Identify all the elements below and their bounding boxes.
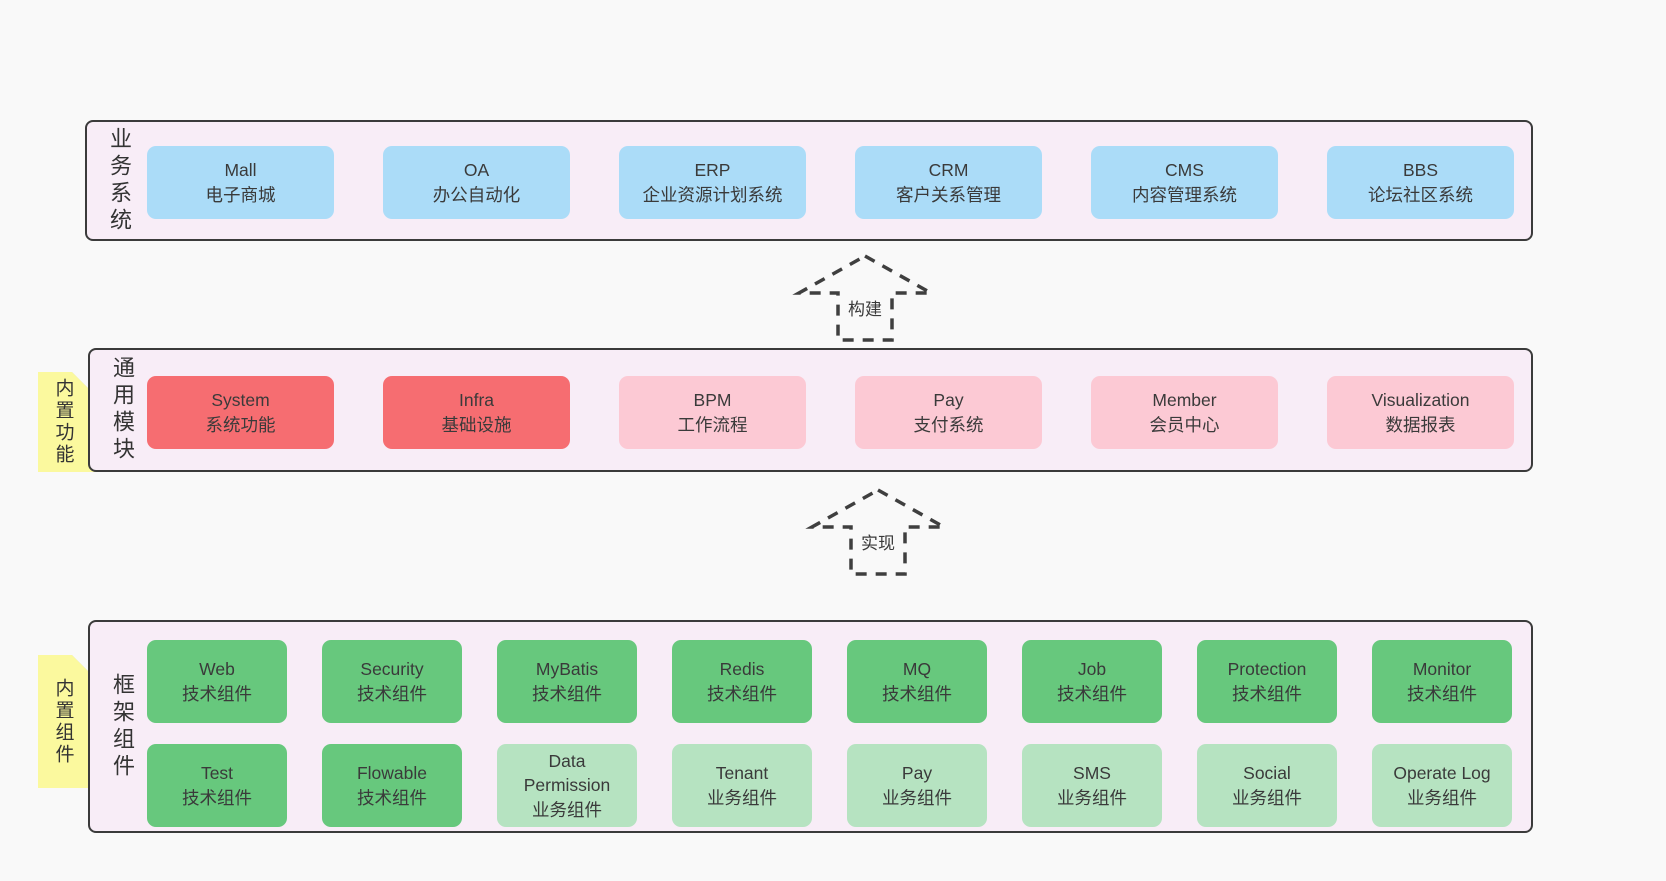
box-name: BBS xyxy=(1402,160,1439,181)
box-name: Operate Log xyxy=(1393,763,1491,784)
box-cms: CMS 内容管理系统 xyxy=(1091,146,1278,219)
box-name: CMS xyxy=(1165,160,1204,181)
box-pay-component: Pay 业务组件 xyxy=(847,744,987,827)
panel-label-common-modules: 通用模块 xyxy=(110,356,135,464)
box-name: MyBatis xyxy=(535,659,599,680)
box-desc: 技术组件 xyxy=(1232,683,1302,704)
box-flowable: Flowable 技术组件 xyxy=(322,744,462,827)
box-desc: 技术组件 xyxy=(357,683,427,704)
box-name: Web xyxy=(199,659,235,680)
panel-label-business-systems: 业务系统 xyxy=(107,126,132,235)
box-name: Data Permission xyxy=(523,751,611,796)
box-name: Test xyxy=(200,763,234,784)
note-label: 内置功能 xyxy=(52,378,74,466)
box-desc: 业务组件 xyxy=(1232,787,1302,808)
box-crm: CRM 客户关系管理 xyxy=(855,146,1042,219)
box-desc: 业务组件 xyxy=(1057,787,1127,808)
box-desc: 论坛社区系统 xyxy=(1368,184,1473,205)
box-desc: 工作流程 xyxy=(677,414,748,435)
box-member: Member 会员中心 xyxy=(1091,376,1278,449)
box-desc: 支付系统 xyxy=(913,414,984,435)
box-name: Visualization xyxy=(1371,390,1470,411)
box-infra: Infra 基础设施 xyxy=(383,376,570,449)
box-data-permission: Data Permission 业务组件 xyxy=(497,744,637,827)
box-oa: OA 办公自动化 xyxy=(383,146,570,219)
box-desc: 业务组件 xyxy=(532,799,602,820)
box-desc: 会员中心 xyxy=(1149,414,1220,435)
box-erp: ERP 企业资源计划系统 xyxy=(619,146,806,219)
up-arrow-icon xyxy=(792,253,938,342)
box-desc: 办公自动化 xyxy=(432,184,521,205)
box-desc: 技术组件 xyxy=(182,683,252,704)
box-desc: 技术组件 xyxy=(182,787,252,808)
panel-common-modules: 通用模块 System 系统功能 Infra 基础设施 BPM 工作流程 Pay… xyxy=(88,348,1533,472)
box-test: Test 技术组件 xyxy=(147,744,287,827)
up-arrow-icon xyxy=(805,487,951,576)
box-protection: Protection 技术组件 xyxy=(1197,640,1337,723)
box-desc: 技术组件 xyxy=(1057,683,1127,704)
box-redis: Redis 技术组件 xyxy=(672,640,812,723)
panel-business-systems: 业务系统 Mall 电子商城 OA 办公自动化 ERP 企业资源计划系统 CRM… xyxy=(85,120,1533,241)
box-name: Redis xyxy=(719,659,765,680)
box-bbs: BBS 论坛社区系统 xyxy=(1327,146,1514,219)
box-name: BPM xyxy=(693,390,732,411)
box-desc: 客户关系管理 xyxy=(896,184,1001,205)
box-job: Job 技术组件 xyxy=(1022,640,1162,723)
box-name: Member xyxy=(1152,390,1217,411)
box-desc: 企业资源计划系统 xyxy=(642,184,783,205)
box-visualization: Visualization 数据报表 xyxy=(1327,376,1514,449)
box-pay-module: Pay 支付系统 xyxy=(855,376,1042,449)
box-name: Security xyxy=(360,659,424,680)
box-name: Job xyxy=(1077,659,1107,680)
box-desc: 基础设施 xyxy=(441,414,512,435)
box-desc: 技术组件 xyxy=(357,787,427,808)
box-desc: 系统功能 xyxy=(205,414,276,435)
box-desc: 技术组件 xyxy=(707,683,777,704)
box-name: Mall xyxy=(224,160,257,181)
box-name: Infra xyxy=(458,390,495,411)
box-name: Protection xyxy=(1227,659,1307,680)
box-desc: 技术组件 xyxy=(882,683,952,704)
box-system: System 系统功能 xyxy=(147,376,334,449)
box-name: MQ xyxy=(902,659,932,680)
note-label: 内置组件 xyxy=(52,677,74,766)
box-name: CRM xyxy=(928,160,969,181)
box-sms: SMS 业务组件 xyxy=(1022,744,1162,827)
box-name: OA xyxy=(463,160,490,181)
panel-framework-components: 框架组件 Web 技术组件 Security 技术组件 MyBatis 技术组件… xyxy=(88,620,1533,833)
box-security: Security 技术组件 xyxy=(322,640,462,723)
box-social: Social 业务组件 xyxy=(1197,744,1337,827)
box-mq: MQ 技术组件 xyxy=(847,640,987,723)
box-mall: Mall 电子商城 xyxy=(147,146,334,219)
box-desc: 电子商城 xyxy=(205,184,276,205)
box-mybatis: MyBatis 技术组件 xyxy=(497,640,637,723)
box-desc: 技术组件 xyxy=(1407,683,1477,704)
build-arrow-label: 构建 xyxy=(844,294,886,321)
box-desc: 内容管理系统 xyxy=(1132,184,1237,205)
box-operate-log: Operate Log 业务组件 xyxy=(1372,744,1512,827)
box-monitor: Monitor 技术组件 xyxy=(1372,640,1512,723)
box-desc: 业务组件 xyxy=(707,787,777,808)
box-name: Pay xyxy=(901,763,933,784)
box-bpm: BPM 工作流程 xyxy=(619,376,806,449)
box-name: System xyxy=(211,390,270,411)
build-arrow: 构建 xyxy=(790,252,940,344)
implement-arrow-label: 实现 xyxy=(857,528,899,555)
box-name: Flowable xyxy=(356,763,428,784)
box-desc: 技术组件 xyxy=(532,683,602,704)
box-web: Web 技术组件 xyxy=(147,640,287,723)
box-name: Social xyxy=(1243,763,1291,784)
box-name: Monitor xyxy=(1412,659,1472,680)
box-desc: 业务组件 xyxy=(882,787,952,808)
box-name: SMS xyxy=(1073,763,1111,784)
box-desc: 数据报表 xyxy=(1385,414,1456,435)
box-name: Pay xyxy=(933,390,964,411)
implement-arrow: 实现 xyxy=(803,486,953,578)
box-tenant: Tenant 业务组件 xyxy=(672,744,812,827)
box-desc: 业务组件 xyxy=(1407,787,1477,808)
box-name: Tenant xyxy=(715,763,769,784)
box-name: ERP xyxy=(694,160,731,181)
panel-label-framework-components: 框架组件 xyxy=(110,672,135,781)
